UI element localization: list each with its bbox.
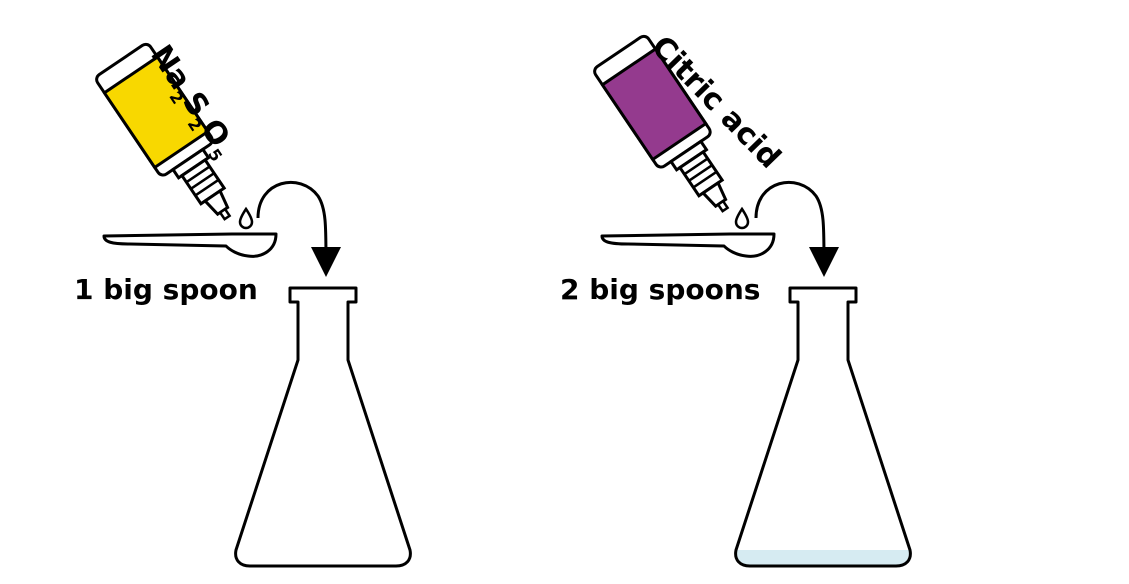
panel-sodium-metabisulfite: Na2S2O5 1 big spoon xyxy=(74,39,412,568)
curved-arrow-icon xyxy=(256,180,341,277)
amount-label: 1 big spoon xyxy=(74,273,258,306)
dropper-bottle-icon xyxy=(593,34,730,213)
panel-citric-acid: Citric acid 2 big spoons xyxy=(560,29,912,568)
erlenmeyer-flask-icon xyxy=(734,286,912,568)
amount-label: 2 big spoons xyxy=(560,273,760,306)
spoon-icon xyxy=(102,232,278,258)
bottle-label-band xyxy=(102,54,210,170)
curved-arrow-icon xyxy=(754,180,839,277)
erlenmeyer-flask-icon xyxy=(234,286,412,568)
flask-liquid xyxy=(736,550,910,565)
bottle-label-band xyxy=(600,46,708,162)
drop-icon xyxy=(238,206,254,230)
dropper-bottle-icon xyxy=(95,42,232,221)
drop-icon xyxy=(734,206,750,230)
spoon-icon xyxy=(600,232,776,258)
